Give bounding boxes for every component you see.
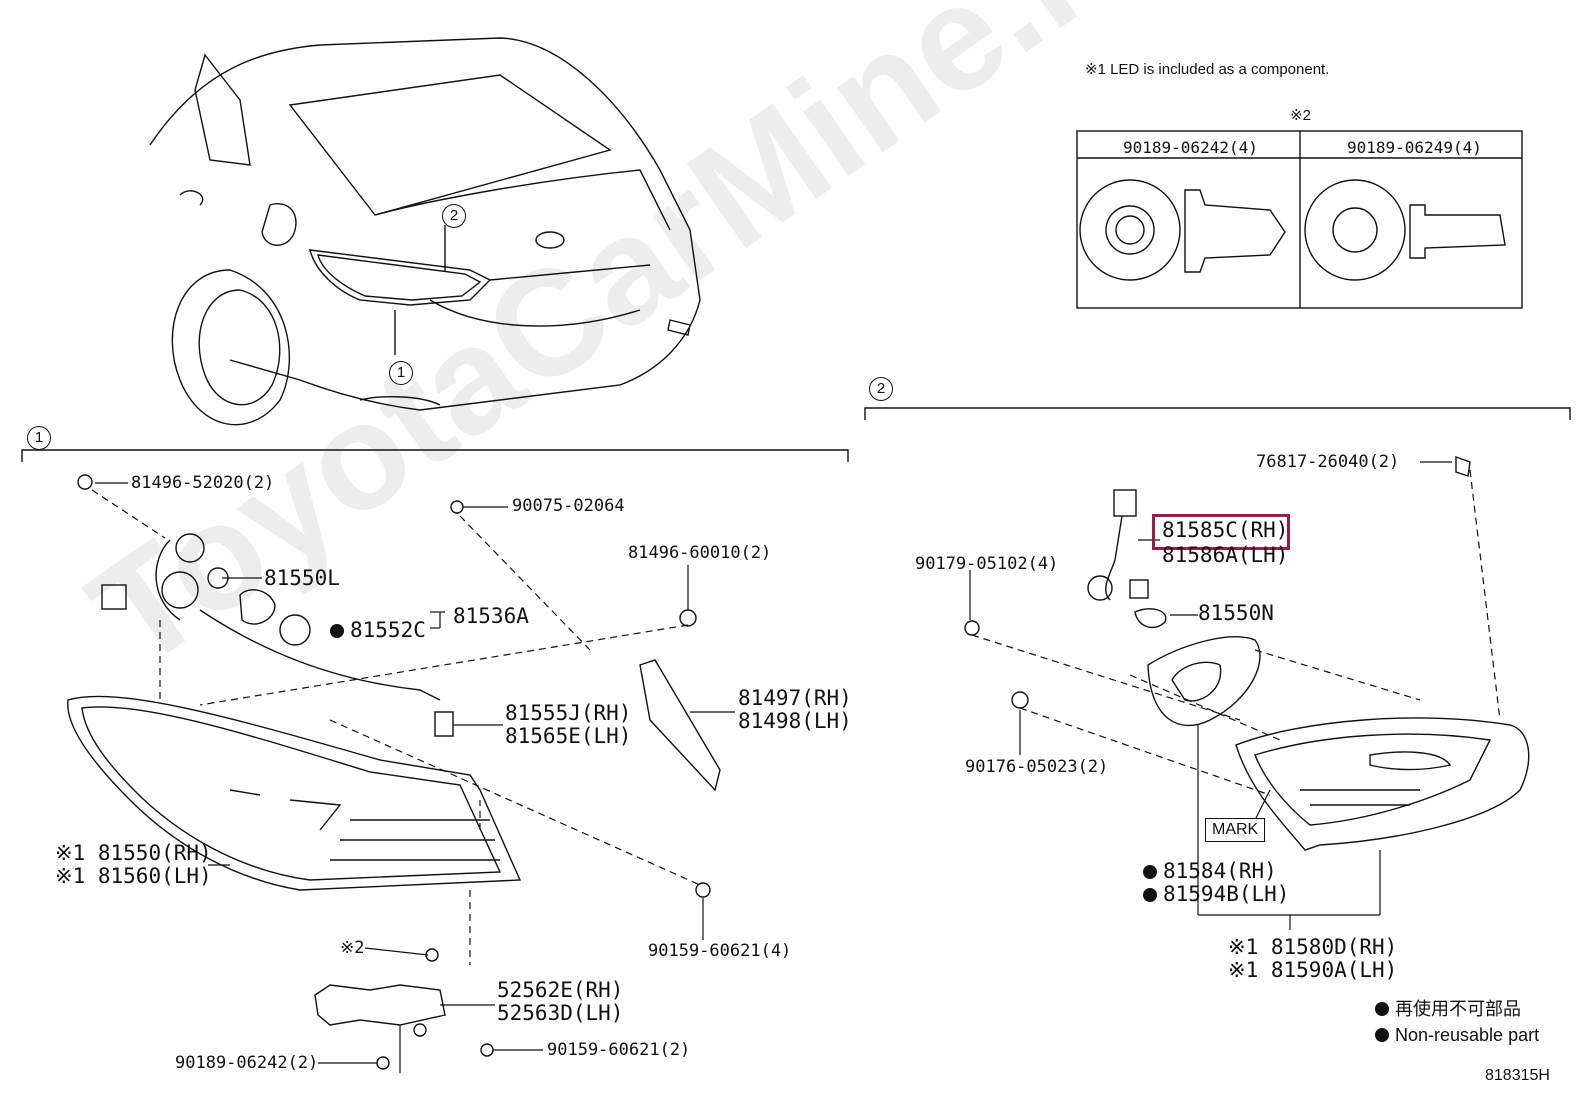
part-81552C: 81552C [330,620,426,641]
non-reusable-dot [330,624,344,638]
part-90159-60621-4: 90159-60621(4) [648,941,792,961]
car-rear-illustration [149,37,701,426]
selected-part-highlight [1152,514,1290,550]
part-76817-26040: 76817-26040(2) [1256,452,1400,472]
legend-en-text: Non-reusable part [1395,1025,1540,1045]
part-90189-06242-2: 90189-06242(2) [175,1053,319,1073]
part-81552C-label: 81552C [350,618,426,642]
part-81565E: 81565E(LH) [505,724,632,748]
led-note: ※1 LED is included as a component. [1085,61,1330,78]
mark-label: MARK [1205,818,1266,842]
table-col1-header: 90189-06242(4) [1123,138,1258,157]
callout-2-section: 2 [869,377,893,401]
part-81555J: 81555J(RH) [505,701,632,725]
part-90179-05102: 90179-05102(4) [915,554,1059,574]
part-81584: 81584(RH) [1143,861,1277,882]
part-81536A: 81536A [453,604,529,628]
left-lamp-assembly [67,474,721,1070]
non-reusable-dot [1375,1028,1389,1042]
part-81550L: 81550L [264,566,340,590]
right-lamp-assembly [964,456,1530,851]
table-col2-header: 90189-06249(4) [1347,138,1482,157]
part-81497: 81497(RH) [738,686,852,710]
part-81584-label: 81584(RH) [1163,859,1277,883]
ref2-fastener: ※2 [340,938,365,958]
diagram-id: 818315H [1485,1067,1550,1084]
non-reusable-dot [1143,888,1157,902]
legend-en: Non-reusable part [1375,1026,1539,1044]
non-reusable-dot [1375,1002,1389,1016]
part-90159-60621-2: 90159-60621(2) [547,1040,691,1060]
legend-jp: 再使用不可部品 [1375,1000,1521,1018]
callout-2-car: 2 [442,204,466,228]
part-81498: 81498(LH) [738,709,852,733]
part-81550N: 81550N [1198,601,1274,625]
callout-1-section: 1 [27,426,51,450]
part-52563D: 52563D(LH) [497,1001,624,1025]
part-81594B-label: 81594B(LH) [1163,882,1290,906]
legend-jp-text: 再使用不可部品 [1395,999,1521,1019]
callout-1-car: 1 [389,361,413,385]
part-90075-02064: 90075-02064 [512,496,625,516]
part-81586A: 81586A(LH) [1162,543,1289,567]
part-81594B: 81594B(LH) [1143,884,1289,905]
part-81550: ※1 81550(RH) [55,841,212,865]
part-90176-05023: 90176-05023(2) [965,757,1109,777]
part-81560: ※1 81560(LH) [55,864,212,888]
part-81590A: ※1 81590A(LH) [1228,958,1398,982]
part-81496-60010: 81496-60010(2) [628,543,772,563]
part-81580D: ※1 81580D(RH) [1228,935,1398,959]
part-81585C[interactable]: 81585C(RH) [1162,518,1289,542]
non-reusable-dot [1143,865,1157,879]
part-81496-52020: 81496-52020(2) [131,473,275,493]
ref2-mark: ※2 [1290,107,1311,124]
part-52562E: 52562E(RH) [497,978,624,1002]
